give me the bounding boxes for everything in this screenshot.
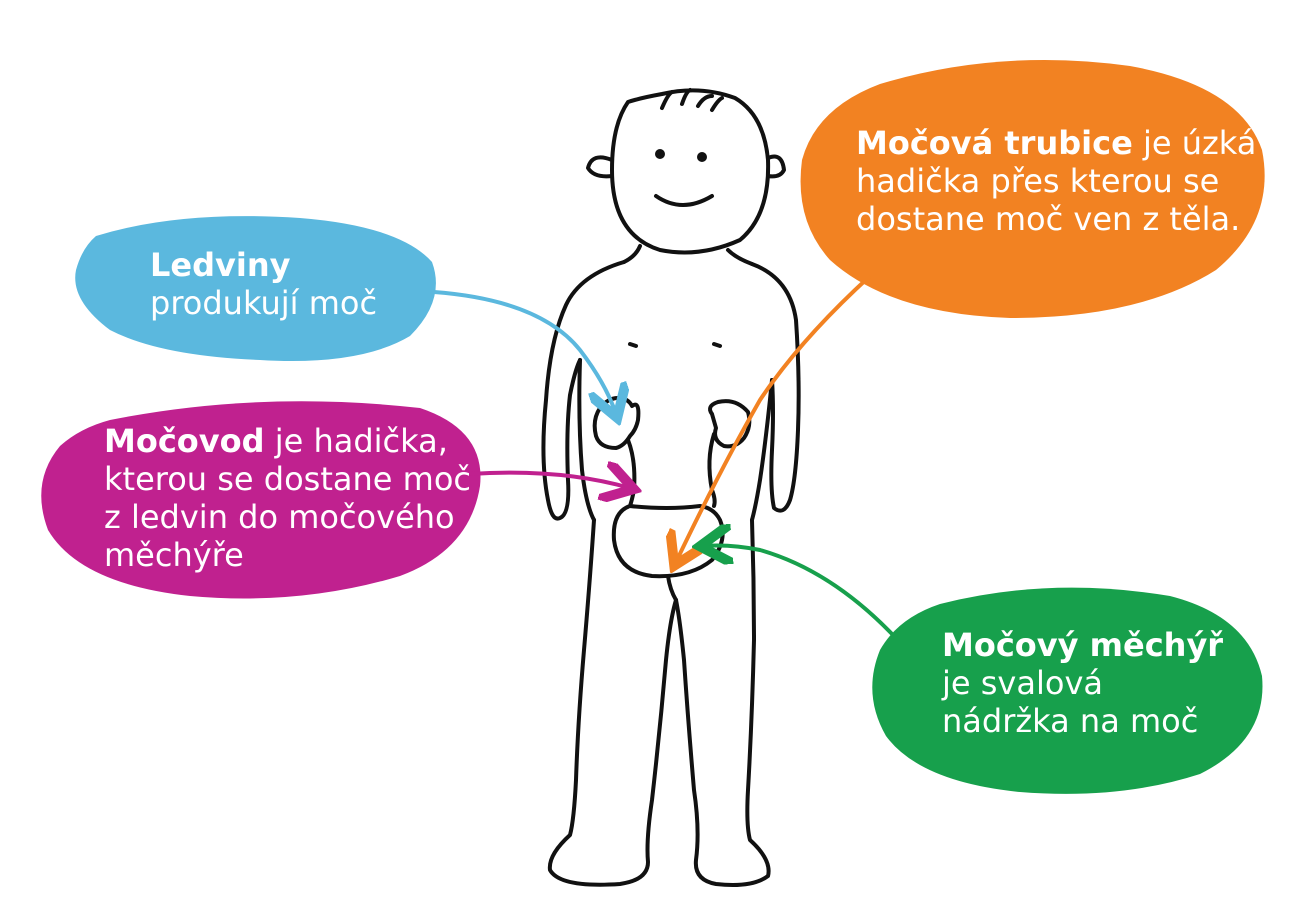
mocovod-blob [41,401,481,599]
ledviny-line-1: produkují moč [150,284,378,322]
human-figure [541,88,801,887]
mechyr-label: Močový měchýř je svalová nádržka na moč [942,626,1223,740]
left-nipple [628,342,638,348]
left-leg [547,518,678,887]
ledviny-title: Ledviny [150,246,291,284]
trubice-line-2: dostane moč ven z těla. [856,200,1241,238]
mocovod-line-2: z ledvin do močového [104,498,455,536]
ledviny-arrow [433,290,616,414]
mocovod-arrow [469,473,630,488]
mocovod-line-3: měchýře [104,536,244,574]
right-arm [750,262,801,513]
trubice-arrow [676,274,872,562]
neck-right [726,248,754,266]
trubice-label: Močová trubice je úzká hadička přes kter… [856,124,1256,238]
trubice-blob [800,60,1265,318]
mechyr-blob [872,587,1263,794]
mouth [654,194,714,207]
trubice-title: Močová trubice [856,124,1133,162]
trubice-title-rest: je úzká [1132,124,1257,162]
right-nipple [712,342,722,348]
mechyr-title: Močový měchýř [942,626,1224,664]
mocovod-label: Močovod je hadička, kterou se dostane mo… [104,422,471,574]
mocovod-line-1: kterou se dostane moč [104,460,471,498]
left-kidney [592,396,641,450]
left-eye [655,149,665,159]
torso-left [577,358,596,522]
ledviny-label: Ledviny produkují moč [150,246,377,322]
torso-right [750,378,774,522]
trubice-line-1: hadička přes kterou se [856,162,1220,200]
hair [660,88,724,112]
bladder [611,504,725,579]
ledviny-blob [75,216,436,361]
mocovod-title: Močovod [104,422,265,460]
mechyr-line-1: je svalová [942,664,1103,702]
mocovod-title-rest: je hadička, [264,422,448,460]
right-eye [697,152,707,162]
neck-left [622,244,642,264]
urinary-system [592,396,752,602]
mechyr-line-2: nádržka na moč [942,702,1199,740]
right-leg [674,518,771,887]
right-kidney [708,399,752,449]
left-arm [541,260,626,521]
left-ureter [626,438,637,508]
urethra [666,574,678,602]
head [610,88,771,255]
left-ear [586,155,614,179]
right-ear [766,154,786,179]
mechyr-arrow [704,546,894,636]
